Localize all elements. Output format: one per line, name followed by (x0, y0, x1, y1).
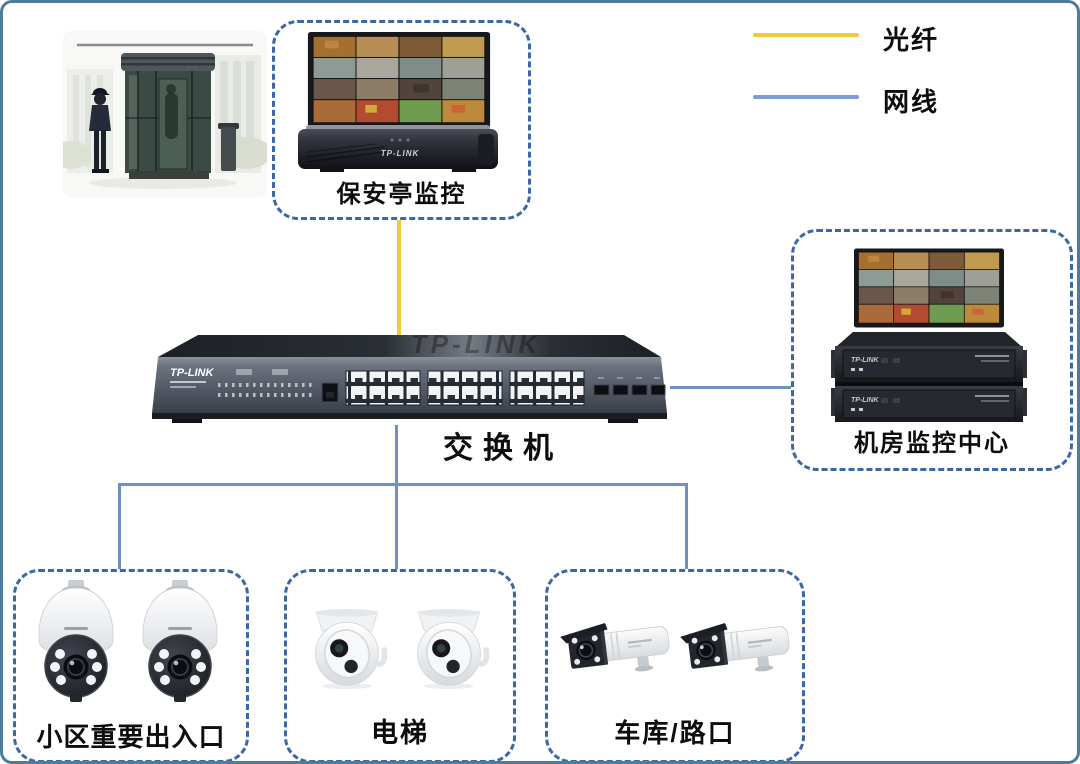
ptz-camera-1 (26, 580, 126, 704)
ptz-camera-2 (130, 580, 230, 704)
bullet-camera-1 (556, 608, 676, 680)
ethernet-drop-elevator (395, 483, 398, 569)
bullet-camera-2 (676, 608, 796, 680)
ethernet-link-switch-down (395, 425, 398, 485)
ethernet-drop-entrance (118, 483, 121, 569)
switch-brand-logo: TP-LINK (170, 367, 214, 379)
svg-text:TP-LINK: TP-LINK (411, 333, 542, 359)
ethernet-link-switch-to-controlroom (670, 386, 791, 389)
node-label-garage: 车库/路口 (614, 718, 736, 748)
dome-camera-1 (299, 608, 395, 690)
fiber-link-booth-to-switch (397, 216, 401, 336)
switch-device: TP-LINK TP-LINK (152, 333, 667, 423)
controlroom-monitor-16ch (854, 248, 1004, 328)
node-label-switch: 交换机 (443, 432, 563, 465)
ethernet-drop-garage (685, 483, 688, 569)
node-label-entrance: 小区重要出入口 (36, 722, 226, 752)
node-entrance: 小区重要出入口 (13, 569, 249, 761)
legend-fiber-label: 光纤 (883, 25, 940, 55)
legend-ethernet-label: 网线 (883, 87, 940, 117)
node-elevator: 电梯 (284, 569, 516, 761)
booth-nvr: TP-LINK (298, 125, 498, 172)
rack-unit1-brand: TP-LINK (851, 357, 880, 364)
node-security-booth-monitoring: TP-LINK 保安亭监控 (272, 20, 531, 220)
legend-fiber-line (753, 33, 859, 37)
legend-ethernet-line (753, 95, 859, 99)
dome-camera-2 (401, 608, 497, 690)
node-control-room: TP-LINK TP-LINK 机房监控中心 (791, 229, 1073, 471)
rack-unit2-brand: TP-LINK (851, 397, 880, 404)
booth-nvr-brand: TP-LINK (381, 149, 420, 158)
node-label-control-room: 机房监控中心 (854, 430, 1010, 457)
security-booth-photo (63, 31, 267, 197)
node-garage: 车库/路口 (545, 569, 805, 761)
controlroom-nvr-stack: TP-LINK TP-LINK (831, 332, 1027, 422)
node-label-security-booth: 保安亭监控 (336, 181, 467, 208)
node-label-elevator: 电梯 (371, 718, 429, 748)
booth-monitor-16ch (306, 32, 492, 128)
ethernet-bus-horizontal (118, 483, 688, 486)
